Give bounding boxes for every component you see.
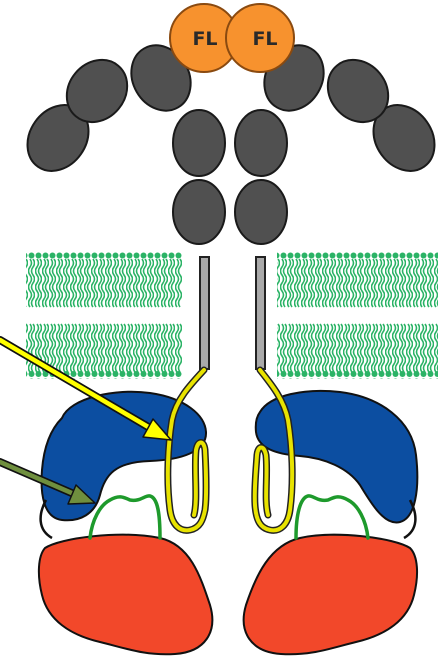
transmembrane-right <box>256 257 265 369</box>
ig-domain-left-5 <box>173 180 225 244</box>
membrane-left <box>26 252 182 379</box>
ligand-right-label: FL <box>252 28 277 50</box>
activation-loop-right <box>296 496 368 538</box>
lipid-bilayer <box>26 252 438 379</box>
ligand-dimer: FL FL <box>170 4 294 72</box>
activation-loop-left <box>90 496 160 538</box>
ligand-left-label: FL <box>192 28 217 50</box>
transmembrane-left <box>200 257 209 369</box>
c-lobes <box>39 535 417 655</box>
ligand-right: FL <box>226 4 294 72</box>
kinase-linkers <box>41 500 416 538</box>
ig-domain-left-4 <box>173 110 225 176</box>
membrane-right <box>277 252 438 379</box>
c-lobe-right <box>244 535 417 655</box>
ig-domain-right-5 <box>235 180 287 244</box>
n-lobes <box>42 391 418 523</box>
c-lobe-left <box>39 535 212 655</box>
ig-domain-right-4 <box>235 110 287 176</box>
ig-domains <box>15 35 442 244</box>
transmembrane-segments <box>200 257 265 369</box>
activation-loops <box>90 496 368 538</box>
n-lobe-right <box>256 391 418 523</box>
